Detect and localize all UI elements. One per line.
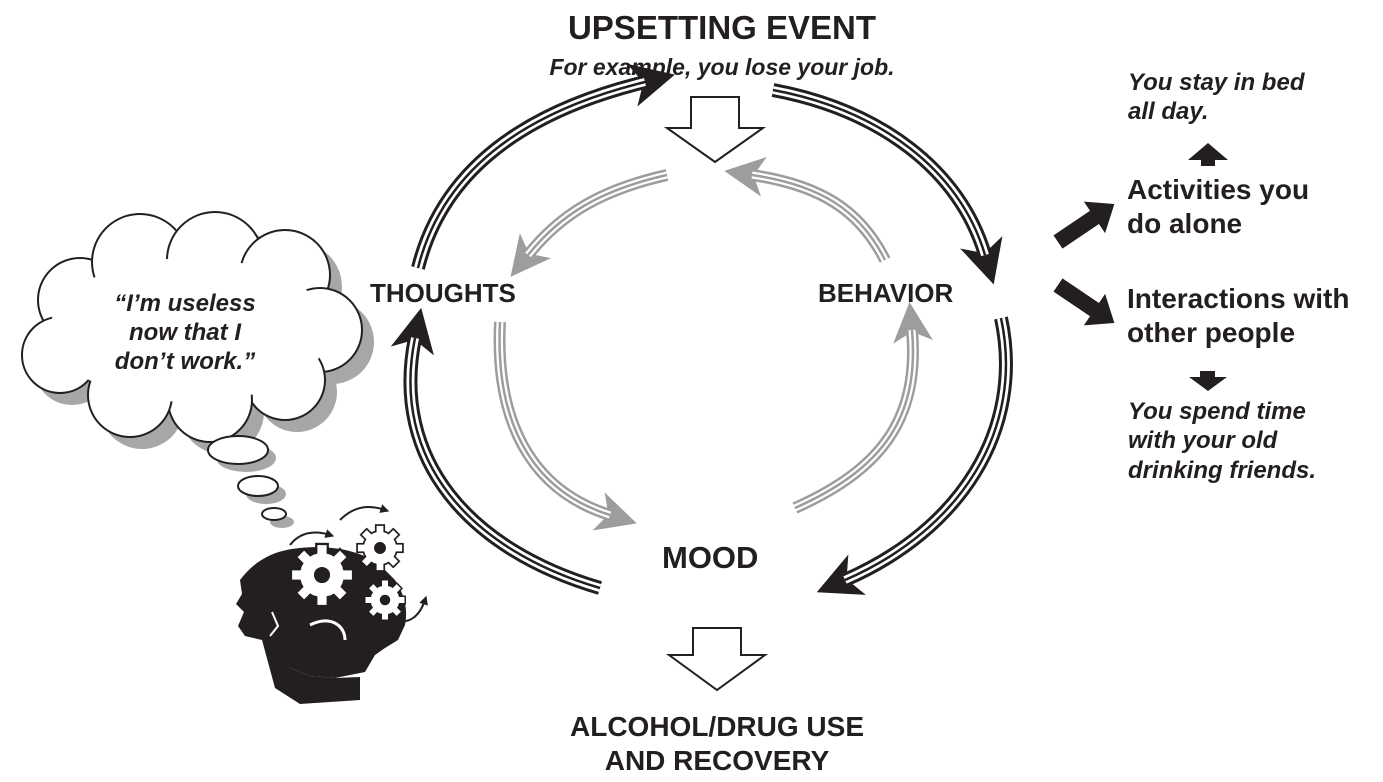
bubble-line-2: now that I [129, 318, 241, 346]
bubble-line-3: don’t work.” [114, 347, 256, 375]
node-behavior: BEHAVIOR [818, 278, 954, 308]
thought-cloud-icon [21, 211, 374, 528]
gray-circular-arrow-thoughts-to-mood [493, 321, 637, 531]
gray-circular-arrow-mood-to-behavior [792, 302, 933, 514]
branch-others-line-2: other people [1127, 316, 1296, 348]
gray-circular-arrow-event-to-thoughts [510, 169, 669, 277]
others-example: You spend time with your old drinking fr… [1128, 397, 1316, 485]
black-circular-arrow-behavior-to-mood [816, 316, 1013, 595]
outcome-line-2: AND RECOVERY [604, 744, 830, 776]
others-example-line-1: You spend time [1128, 398, 1306, 425]
outcome-line-1: ALCOHOL/DRUG USE [570, 711, 864, 742]
branch-alone: Activities you do alone [1127, 173, 1309, 240]
head-with-gears-icon [236, 504, 428, 704]
alone-example-line-2: all day. [1128, 98, 1209, 126]
node-thoughts: THOUGHTS [370, 278, 516, 308]
black-block-arrow-up-small [1188, 143, 1228, 166]
black-circular-arrow-thoughts-to-event [411, 63, 675, 270]
alone-example-line-1: You stay in bed [1128, 69, 1305, 96]
thought-bubble-text: “I’m useless now that I don’t work.” [60, 290, 310, 376]
event-example: For example, you lose your job. [549, 54, 895, 80]
diagram-title: UPSETTING EVENT [567, 9, 877, 46]
node-mood: MOOD [662, 540, 759, 575]
outcome-label: ALCOHOL/DRUG USE AND RECOVERY [532, 710, 902, 777]
others-example-line-2: with your old [1128, 427, 1278, 455]
black-block-arrow-to-alone [1053, 201, 1115, 249]
others-example-line-3: drinking friends. [1128, 456, 1317, 484]
black-block-arrow-down-small [1189, 371, 1227, 391]
bubble-line-1: “I’m useless [114, 290, 256, 317]
branch-alone-line-1: Activities you [1127, 174, 1310, 205]
hollow-down-arrow-top [663, 96, 767, 164]
black-circular-arrow-mood-to-thoughts [390, 307, 602, 595]
branch-others: Interactions with other people [1127, 282, 1349, 349]
branch-alone-line-2: do alone [1127, 207, 1243, 239]
gray-circular-arrow-behavior-to-event [724, 156, 891, 263]
black-circular-arrow-event-to-behavior [771, 83, 1003, 285]
branch-others-line-1: Interactions with [1127, 283, 1350, 314]
alone-example: You stay in bed all day. [1128, 68, 1304, 127]
hollow-down-arrow-bottom [665, 627, 769, 692]
black-block-arrow-to-others [1053, 278, 1115, 326]
